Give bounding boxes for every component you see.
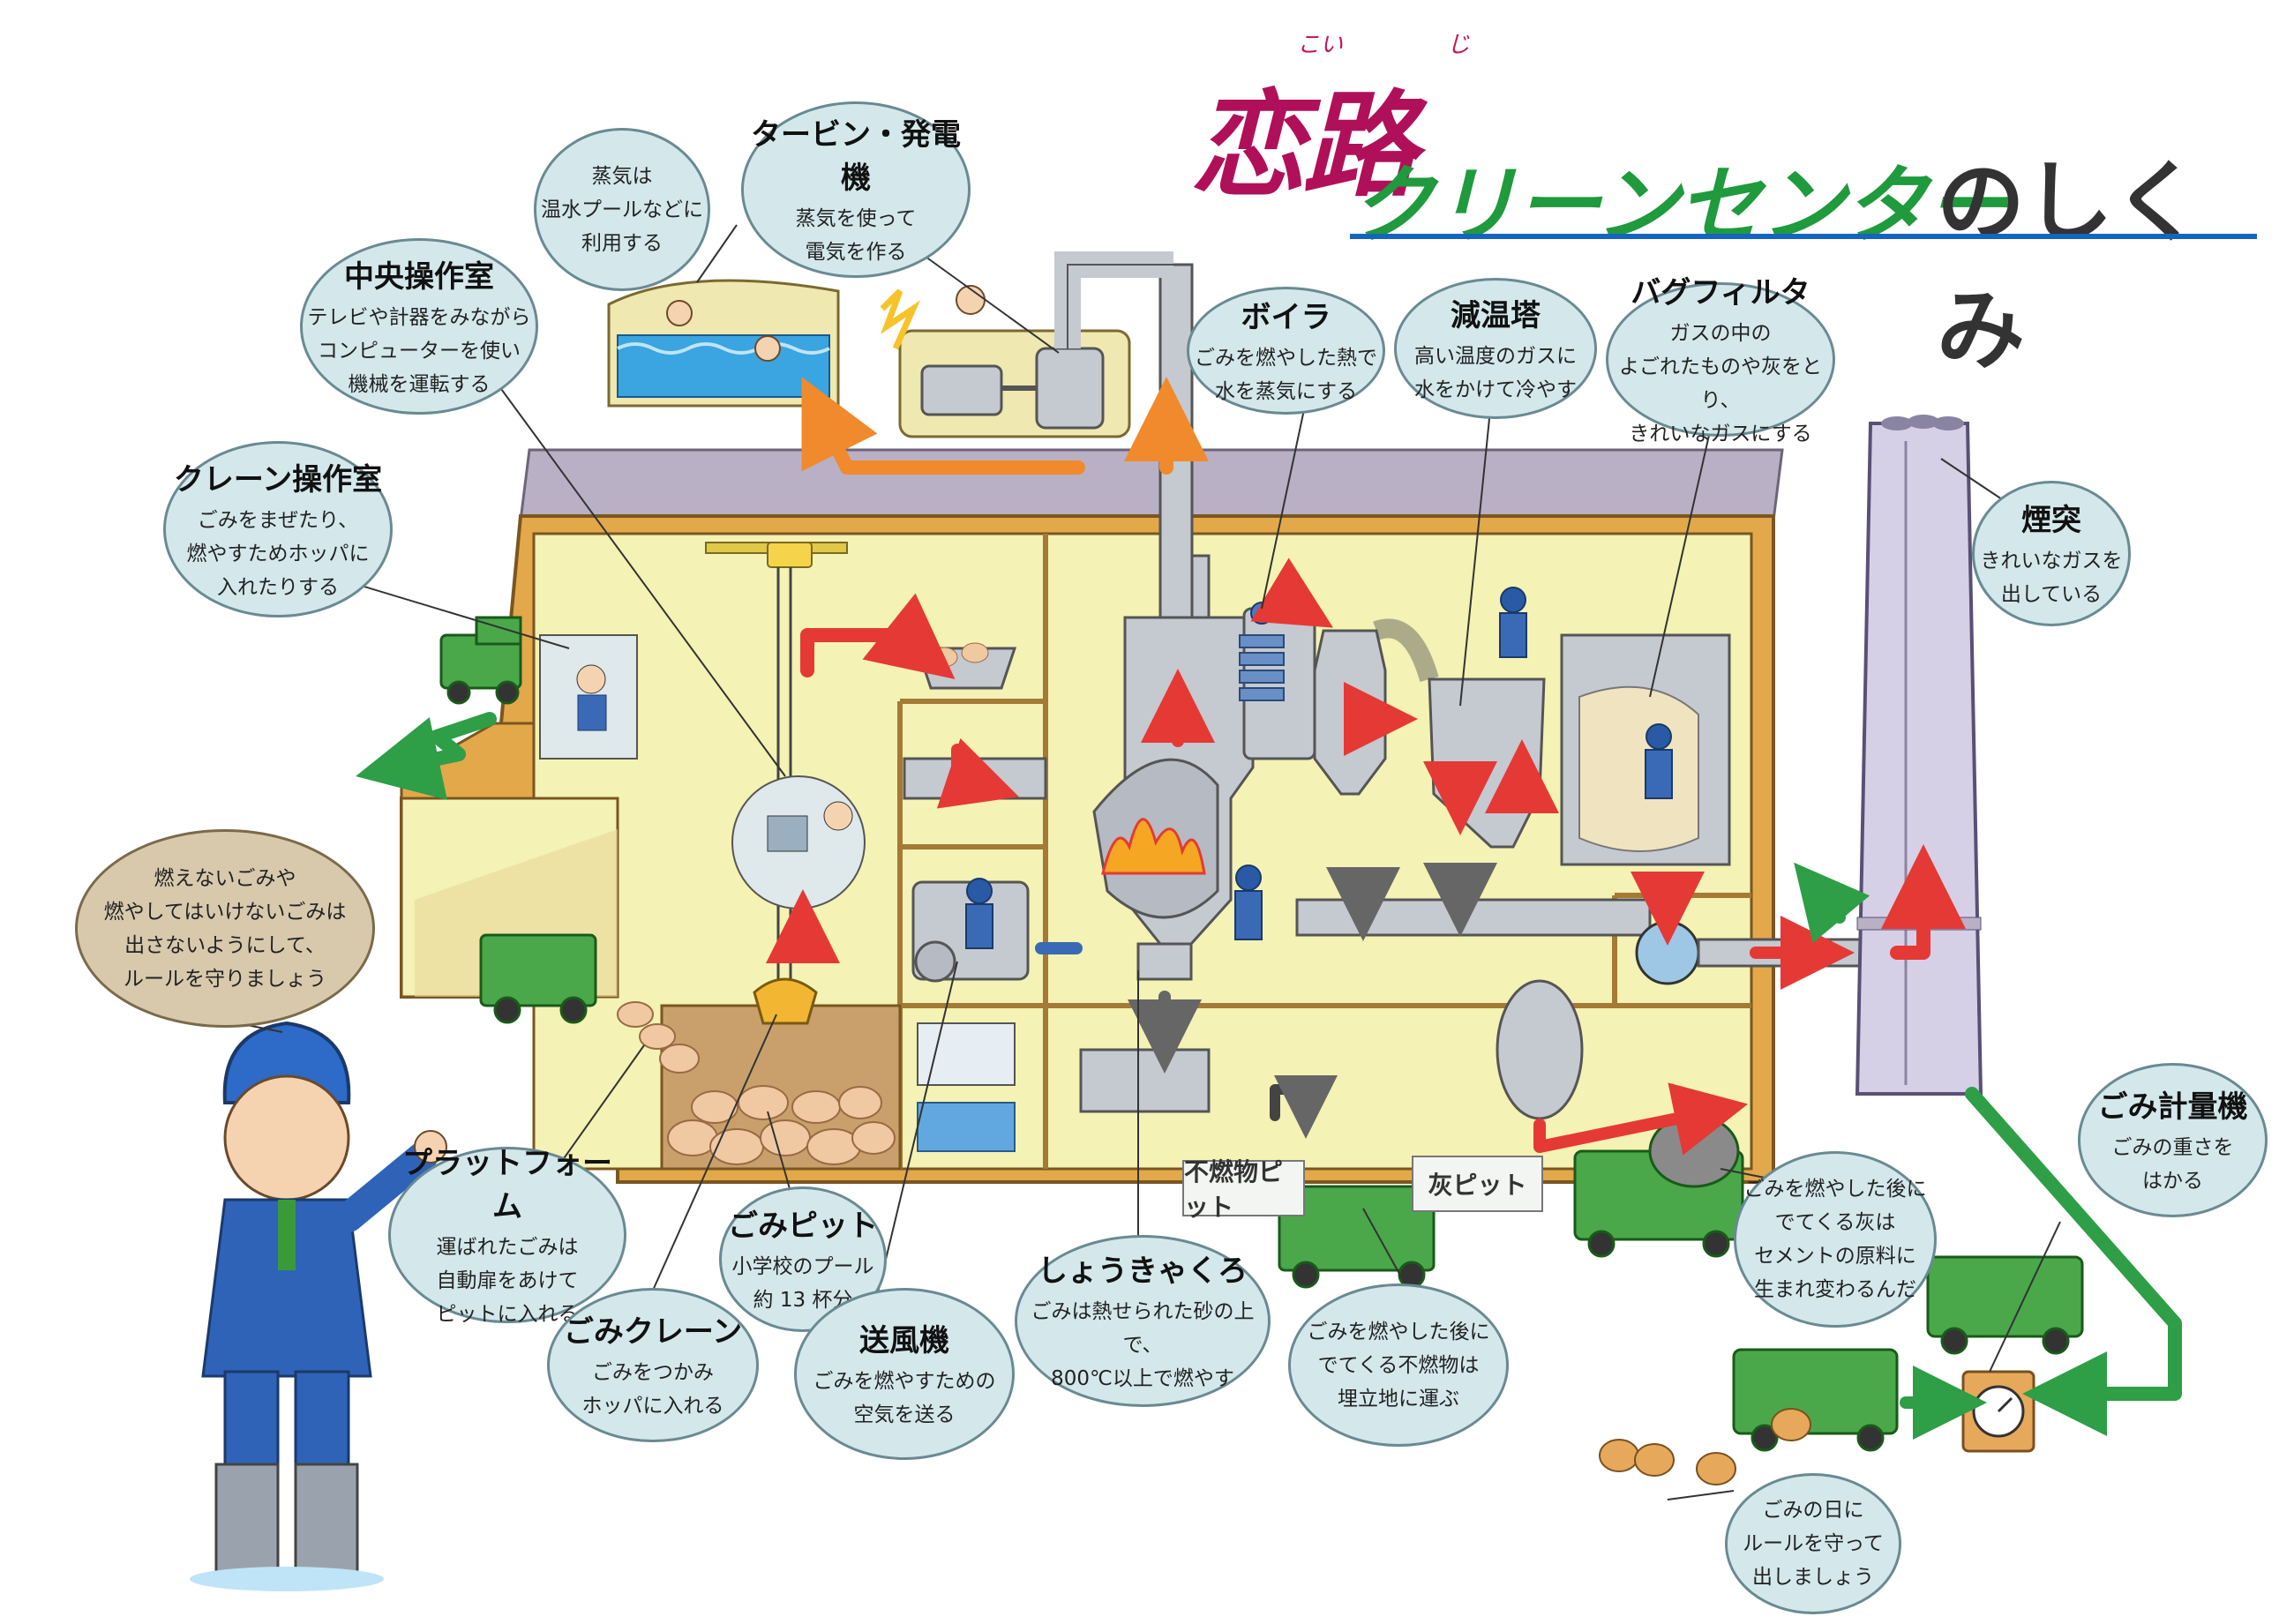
callout-bag-filter: バグフィルタ ガスの中の よごれたものや灰をとり、 きれいなガスにする bbox=[1606, 275, 1835, 445]
chimney bbox=[1855, 415, 1983, 1096]
guide-person bbox=[190, 1021, 447, 1591]
ash-pit-label: 灰ピット bbox=[1412, 1156, 1543, 1212]
title-block: こい じ 恋路 クリーンセンター のしくみ bbox=[1191, 26, 2268, 382]
callout-steam-use: 蒸気は 温水プールなどに 利用する bbox=[534, 128, 710, 291]
ash-silo bbox=[1496, 979, 1584, 1120]
title-ruby-koi: こい bbox=[1297, 32, 1344, 58]
trucks bbox=[439, 616, 2084, 1452]
callout-garbage-crane: ごみクレーン ごみをつかみ ホッパに入れる bbox=[547, 1288, 759, 1442]
truck-incoming bbox=[439, 616, 522, 705]
title-ruby-ji: じ bbox=[1447, 32, 1471, 58]
truck-collection bbox=[1732, 1348, 1899, 1452]
callout-advice: 燃えないごみや 燃やしてはいけないごみは 出さないようにして、 ルールを守りまし… bbox=[75, 829, 375, 1028]
garbage-bags bbox=[1599, 1408, 1811, 1486]
callout-central-control: 中央操作室 テレビや計器をみながら コンピューターを使い 機械を運転する bbox=[300, 238, 538, 415]
crane-control-room bbox=[539, 634, 638, 760]
callout-ash: ごみを燃やした後に でてくる灰は セメントの原料に 生まれ変わるんだ bbox=[1734, 1151, 1937, 1328]
callout-collection-day: ごみの日に ルールを守って 出しましょう bbox=[1725, 1473, 1901, 1614]
central-control-room bbox=[731, 775, 866, 909]
title-subtitle: クリーンセンター bbox=[1350, 156, 2011, 255]
truck-platform bbox=[479, 933, 597, 1024]
truck-incombustible bbox=[1278, 1185, 1436, 1289]
callout-chimney: 煙突 きれいなガスを 出している bbox=[1972, 481, 2131, 626]
title-name: 恋路 bbox=[1191, 78, 1417, 213]
incombustible-pit-label: 不燃物ピット bbox=[1182, 1157, 1305, 1222]
title-suffix: のしくみ bbox=[1937, 151, 2201, 382]
turbine-scene bbox=[880, 251, 1173, 438]
flow-arrows bbox=[356, 377, 2182, 1440]
callout-cooling-tower: 減温塔 高い温度のガスに 水をかけて冷やす bbox=[1394, 278, 1597, 419]
pool-scene bbox=[607, 279, 840, 408]
garbage-pit bbox=[617, 1001, 902, 1171]
callout-scale: ごみ計量機 ごみの重さを はかる bbox=[2078, 1063, 2268, 1217]
callout-turbine: タービン・発電機 蒸気を使って 電気を作る bbox=[741, 101, 971, 278]
callout-platform: プラットフォーム 運ばれたごみは 自動扉をあけて ピットに入れる bbox=[388, 1146, 626, 1326]
workers bbox=[965, 587, 1673, 949]
blower bbox=[911, 880, 1030, 1152]
title-underline bbox=[1350, 234, 2257, 239]
truck-scale bbox=[1926, 1255, 2084, 1355]
callout-incombustibles: ごみを燃やした後に でてくる不燃物は 埋立地に運ぶ bbox=[1288, 1283, 1509, 1447]
callout-blower: 送風機 ごみを燃やすための 空気を送る bbox=[794, 1288, 1015, 1460]
callout-boiler: ボイラ ごみを燃やした熱で 水を蒸気にする bbox=[1187, 287, 1385, 415]
weighing-scale bbox=[1961, 1370, 2035, 1453]
callout-incinerator: しょうきゃくろ ごみは熱せられた砂の上で、 800℃以上で燃やす bbox=[1015, 1235, 1271, 1407]
callout-crane-control: クレーン操作室 ごみをまぜたり、 燃やすためホッパに 入れたりする bbox=[163, 441, 393, 617]
building-roof bbox=[519, 448, 1784, 522]
